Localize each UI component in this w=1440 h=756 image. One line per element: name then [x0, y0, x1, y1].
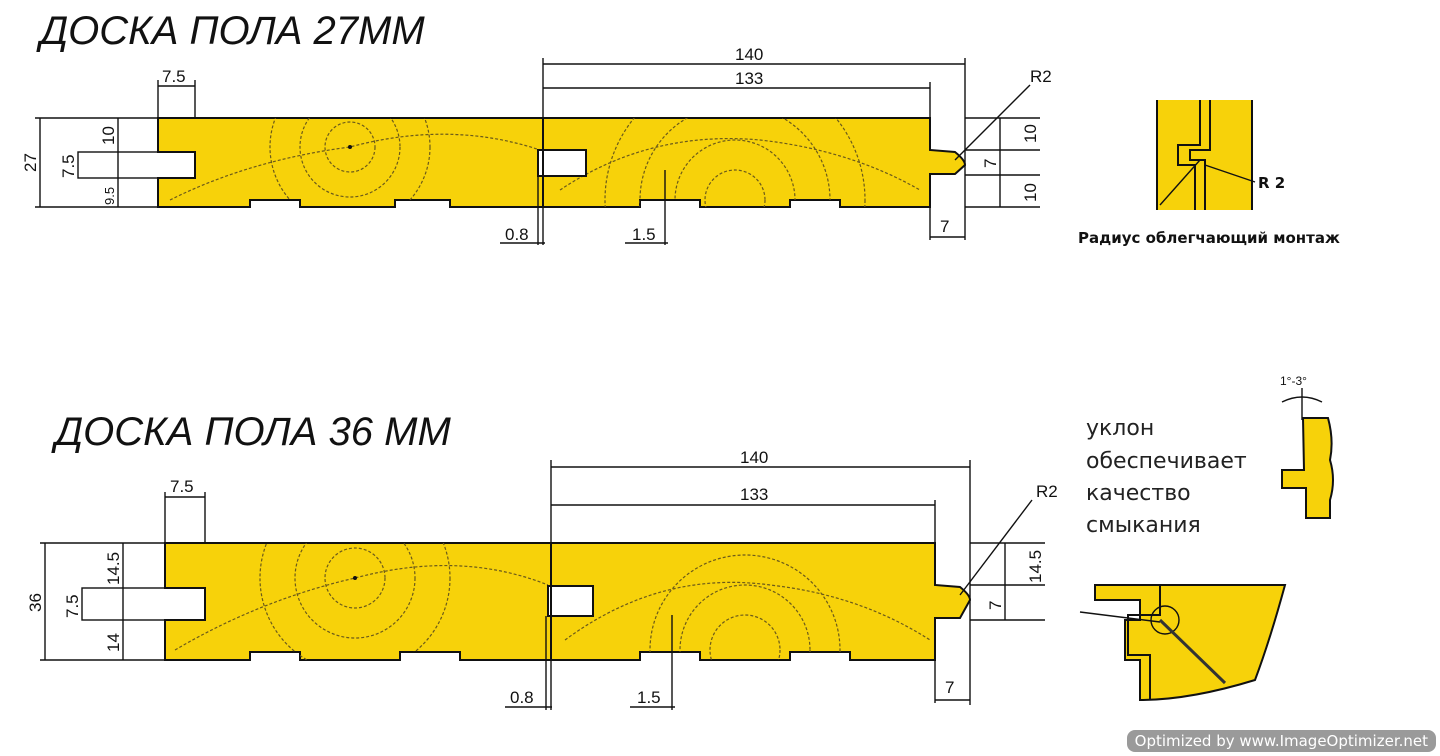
board36-tongue-length: 7 [945, 678, 954, 697]
board27-total-width: 140 [735, 45, 763, 64]
detail-slope-line-2: обеспечивает [1086, 449, 1247, 474]
board36-groove-width: 7.5 [170, 477, 194, 496]
board27-tongue-length: 7 [940, 217, 949, 236]
board27-thickness: 27 [21, 153, 40, 172]
board27-relief: 1.5 [632, 225, 656, 244]
board36-total-width: 140 [740, 448, 768, 467]
detail-radius-label: R 2 [1258, 174, 1285, 192]
board36-right-top: 14.5 [1026, 550, 1045, 583]
board27-dimension-lines [35, 58, 1040, 245]
board27-right-bottom: 10 [1021, 183, 1040, 202]
board27-radius: R2 [1030, 67, 1052, 86]
detail-slope-profile [1281, 388, 1334, 519]
board36-profile [164, 542, 972, 661]
board27-tongue: 7 [981, 159, 1000, 168]
detail-nail-joint [1079, 584, 1287, 702]
board27-top: 10 [99, 126, 118, 145]
board36-bottom: 14 [104, 633, 123, 652]
board36-top: 14.5 [104, 552, 123, 585]
board27-groove-width: 7.5 [162, 67, 186, 86]
board27-gap: 0.8 [505, 225, 529, 244]
detail-slope-angle: 1°-3° [1280, 374, 1307, 388]
detail-radius-caption: Радиус облегчающий монтаж [1078, 229, 1340, 247]
board27-profile [157, 117, 967, 208]
board36-title: ДОСКА ПОЛА 36 ММ [51, 410, 451, 454]
board27-inner-width: 133 [735, 69, 763, 88]
board27-right-top: 10 [1021, 124, 1040, 143]
board36-thickness: 36 [26, 593, 45, 612]
board36-relief: 1.5 [637, 688, 661, 707]
board27-slot: 7.5 [59, 154, 78, 178]
board36-tongue: 7 [986, 601, 1005, 610]
board36-dimension-lines [40, 460, 1045, 710]
board27-bottom: 9.5 [102, 187, 117, 205]
board36-slot: 7.5 [63, 594, 82, 618]
board36-inner-width: 133 [740, 485, 768, 504]
watermark: Optimized by www.ImageOptimizer.net [1126, 730, 1436, 752]
board27-title: ДОСКА ПОЛА 27ММ [36, 9, 425, 53]
detail-radius [1156, 100, 1256, 210]
board36-gap: 0.8 [510, 688, 534, 707]
detail-slope-line-1: уклон [1086, 416, 1154, 441]
board36-radius: R2 [1036, 482, 1058, 501]
detail-slope-line-4: смыкания [1086, 513, 1201, 538]
detail-slope-line-3: качество [1086, 481, 1191, 506]
